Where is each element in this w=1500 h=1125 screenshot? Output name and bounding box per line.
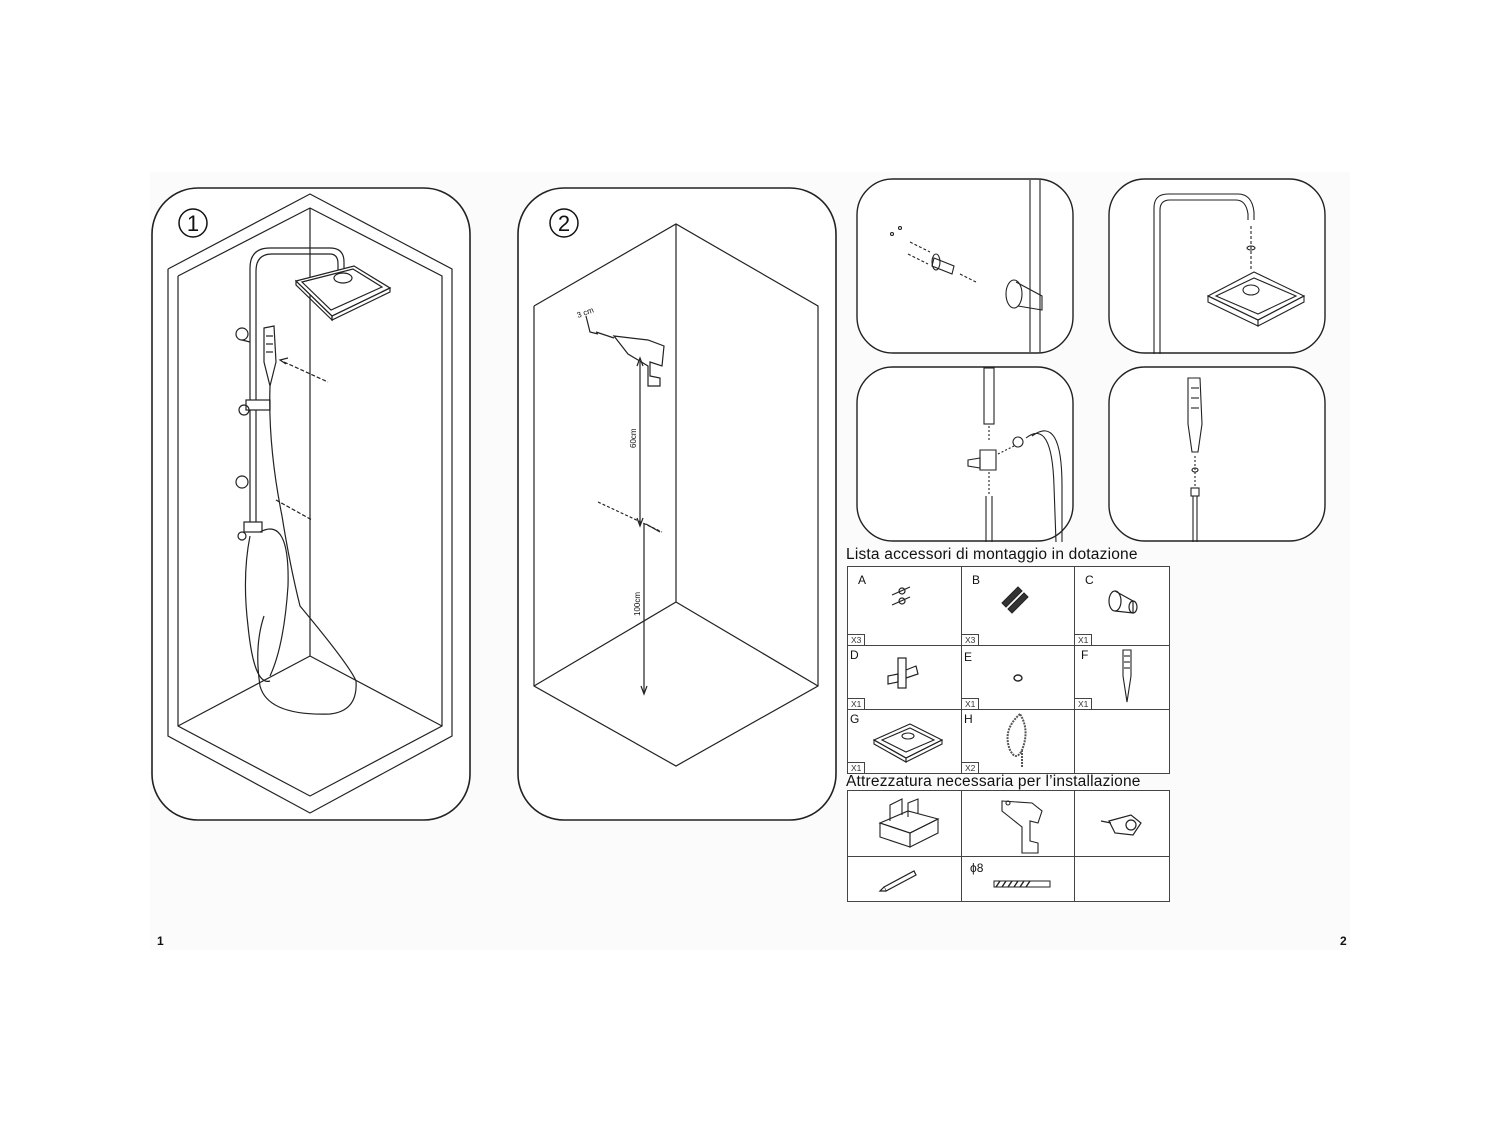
accessory-qty: X1 <box>1075 698 1093 709</box>
dowel-icon <box>1001 586 1029 614</box>
step-2-number: 2 <box>558 211 570 236</box>
tool-cell-tape <box>1074 790 1170 857</box>
shower-column-drawing <box>235 247 392 715</box>
accessory-cell-h: H X2 <box>961 709 1075 774</box>
accessory-qty: X1 <box>962 698 980 709</box>
accessories-table: A X3 B X3 C X1 <box>847 566 1170 774</box>
diverter-valve-icon <box>887 657 919 689</box>
tool-cell-drill <box>961 790 1075 857</box>
page-number-left: 1 <box>157 934 164 948</box>
detail-rain-head <box>1108 178 1326 354</box>
accessory-letter: F <box>1081 648 1089 662</box>
wall-plug-screw-icon <box>891 586 911 606</box>
step-1-number: 1 <box>187 211 199 236</box>
accessory-qty: X3 <box>962 634 980 645</box>
accessory-cell-empty <box>1074 709 1170 774</box>
accessory-cell-a: A X3 <box>847 566 962 646</box>
step-1-panel: 1 <box>151 187 471 821</box>
accessory-cell-d: D X1 <box>847 645 962 710</box>
wall-corner-drawing <box>533 223 819 767</box>
wrench-set-icon <box>878 798 940 848</box>
hand-shower-icon <box>1122 649 1132 703</box>
step-2-panel: 2 3 cm 60cm 100cm <box>517 187 837 821</box>
accessory-letter: E <box>964 650 973 664</box>
accessory-letter: A <box>858 573 867 587</box>
power-drill-icon <box>1001 800 1043 854</box>
detail-hand-shower-connection <box>1108 366 1326 542</box>
washer-icon <box>1013 674 1023 682</box>
accessory-qty: X3 <box>848 634 866 645</box>
accessory-letter: H <box>964 712 973 726</box>
accessory-cell-b: B X3 <box>961 566 1075 646</box>
step-1-circle <box>178 208 208 238</box>
accessory-cell-f: F X1 <box>1074 645 1170 710</box>
tool-cell-wrench <box>847 790 962 857</box>
rain-shower-head-icon <box>872 723 944 763</box>
accessory-cell-g: G X1 <box>847 709 962 774</box>
accessory-letter: C <box>1085 573 1094 587</box>
step-2-circle <box>549 208 579 238</box>
tools-title: Attrezzatura necessaria per l’installazi… <box>846 773 1141 790</box>
accessory-qty: X1 <box>848 762 866 773</box>
pencil-icon <box>878 870 917 892</box>
detail-diverter-connection <box>856 366 1074 543</box>
accessories-title: Lista accessori di montaggio in dotazion… <box>846 546 1138 563</box>
accessory-letter: G <box>850 712 860 726</box>
tool-cell-drill-bit: ϕ8 <box>961 856 1075 902</box>
shower-hose-icon <box>1006 713 1027 768</box>
accessory-qty: X1 <box>848 698 866 709</box>
tool-cell-pencil <box>847 856 962 902</box>
accessory-cell-e: E X1 <box>961 645 1075 710</box>
shower-cubicle-drawing <box>167 193 453 814</box>
accessory-cell-c: C X1 <box>1074 566 1170 646</box>
page-number-right: 2 <box>1340 934 1347 948</box>
accessory-qty: X2 <box>962 762 980 773</box>
tape-measure-icon <box>1100 814 1142 836</box>
tools-table: ϕ8 <box>847 790 1170 902</box>
drill-bit-icon <box>993 880 1051 888</box>
drill-bit-size-label: ϕ8 <box>970 861 984 875</box>
accessory-letter: D <box>850 648 859 662</box>
wall-bracket-icon <box>1108 590 1138 614</box>
tool-cell-empty <box>1074 856 1170 902</box>
accessory-qty: X1 <box>1075 634 1093 645</box>
dimension-bracket-spacing: 60cm <box>629 428 638 448</box>
dimension-floor-height: 100cm <box>633 592 642 616</box>
detail-bracket-mounting <box>856 178 1074 354</box>
accessory-letter: B <box>972 573 981 587</box>
